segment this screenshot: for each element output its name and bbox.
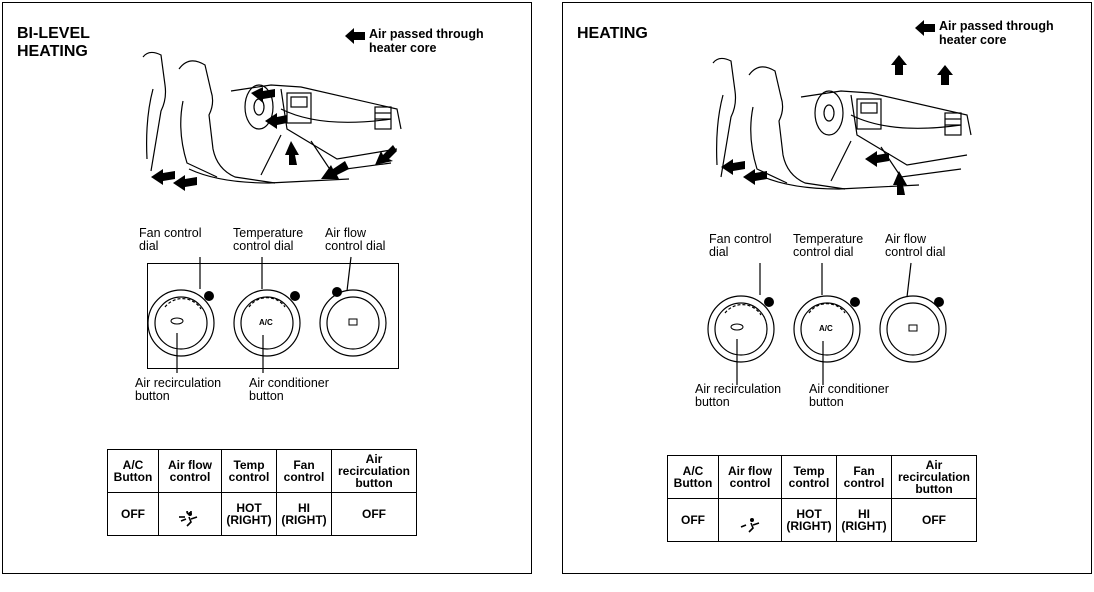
airflow-control-callout: Air flow control dial <box>885 232 946 259</box>
panel-title: HEATING <box>577 25 648 42</box>
bi-level-heating-panel: BI-LEVEL HEATING Air passed through heat… <box>2 2 532 574</box>
air-recirculation-callout: Air recirculation button <box>135 376 222 403</box>
airflow-value <box>718 498 782 542</box>
recirculation-header: Air recirculation button <box>891 455 977 499</box>
airflow-value <box>158 492 222 536</box>
climate-control-dials: A/C <box>707 262 947 385</box>
cabin-illustration <box>712 55 972 195</box>
legend-text: Air passed through heater core <box>369 27 484 55</box>
climate-control-dials: A/C <box>147 256 387 373</box>
bi-level-vent-icon <box>179 509 198 527</box>
cabin-illustration <box>142 51 402 191</box>
fan-value: HI (RIGHT) <box>276 492 332 536</box>
temp-value: HOT (RIGHT) <box>221 492 277 536</box>
recirculation-header: Air recirculation button <box>331 449 417 493</box>
table-row: OFF HOT (RIGHT) HI (RIGHT) OFF <box>107 492 417 536</box>
recirculation-value: OFF <box>891 498 977 542</box>
foot-vent-icon <box>740 518 760 533</box>
left-arrow-icon <box>915 20 935 36</box>
temperature-control-callout: Temperature control dial <box>233 226 304 253</box>
fan-control-callout: Fan control dial <box>709 232 772 259</box>
air-recirculation-callout: Air recirculation button <box>695 382 782 409</box>
settings-table: A/C Button Air flow control Temp control… <box>107 449 417 536</box>
fan-value: HI (RIGHT) <box>836 498 892 542</box>
air-conditioner-callout: Air conditioner button <box>809 382 889 409</box>
left-arrow-icon <box>345 28 365 44</box>
temp-header: Temp control <box>221 449 277 493</box>
panel-title: BI-LEVEL HEATING <box>17 25 90 60</box>
air-conditioner-callout: Air conditioner button <box>249 376 329 403</box>
control-panel-box <box>147 263 399 369</box>
temperature-control-callout: Temperature control dial <box>793 232 864 259</box>
airflow-header: Air flow control <box>158 449 222 493</box>
temp-value: HOT (RIGHT) <box>781 498 837 542</box>
ac-button-header: A/C Button <box>107 449 159 493</box>
ac-button-header: A/C Button <box>667 455 719 499</box>
temp-header: Temp control <box>781 455 837 499</box>
recirculation-value: OFF <box>331 492 417 536</box>
ac-button-value: OFF <box>107 492 159 536</box>
airflow-header: Air flow control <box>718 455 782 499</box>
table-row: OFF HOT (RIGHT) HI (RIGHT) OFF <box>667 498 977 542</box>
heating-panel: HEATING Air passed through heater core <box>562 2 1092 574</box>
table-header-row: A/C Button Air flow control Temp control… <box>667 455 977 499</box>
legend-text: Air passed through heater core <box>939 19 1054 47</box>
ac-dial-label: A/C <box>819 324 833 333</box>
fan-control-callout: Fan control dial <box>139 226 202 253</box>
settings-table: A/C Button Air flow control Temp control… <box>667 455 977 542</box>
fan-header: Fan control <box>276 449 332 493</box>
fan-header: Fan control <box>836 455 892 499</box>
ac-button-value: OFF <box>667 498 719 542</box>
table-header-row: A/C Button Air flow control Temp control… <box>107 449 417 493</box>
airflow-control-callout: Air flow control dial <box>325 226 386 253</box>
ac-dial-label: A/C <box>259 318 273 327</box>
